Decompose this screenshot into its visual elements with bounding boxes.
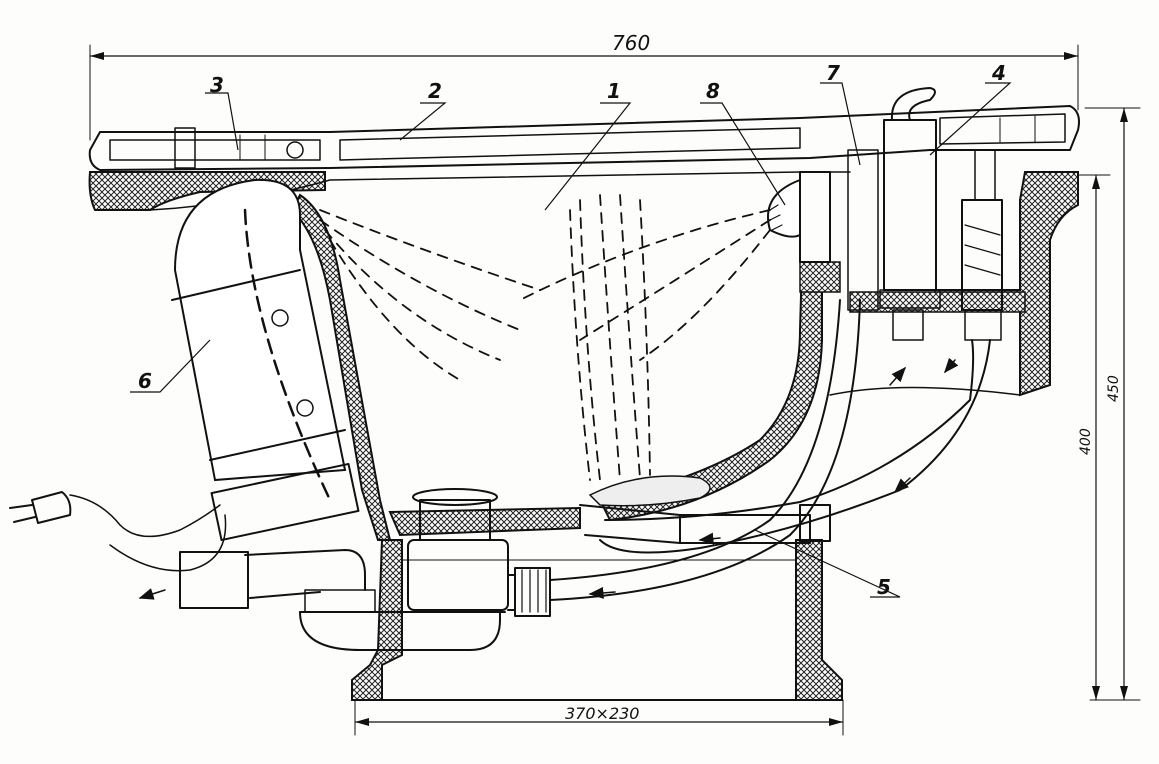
seat-lid <box>88 105 1080 171</box>
callout-3: 3 <box>210 73 224 97</box>
dimension-heights: 450 400 <box>1069 107 1141 701</box>
nozzle-pipe <box>579 475 831 544</box>
callout-7: 7 <box>826 61 840 85</box>
height-total-text: 450 <box>1106 375 1122 402</box>
callout-4: 4 <box>991 61 1006 85</box>
side-jet <box>767 171 831 263</box>
callout-6: 6 <box>138 369 152 393</box>
callout-8: 8 <box>706 79 720 103</box>
dimension-base: 370×230 <box>354 699 844 736</box>
callout-2: 2 <box>428 79 442 103</box>
bowl-body <box>88 171 1079 541</box>
water-spray <box>319 194 771 481</box>
overall-width-text: 760 <box>612 31 650 55</box>
leader-lines <box>130 82 1012 598</box>
callout-1: 1 <box>607 79 621 103</box>
callouts: 1 2 3 4 5 6 7 8 <box>138 61 1006 599</box>
callout-5: 5 <box>877 575 891 599</box>
pedestal <box>351 539 843 701</box>
drain-assembly <box>138 488 551 651</box>
hoses <box>549 299 991 601</box>
valve-assembly <box>847 87 1003 386</box>
height-rim-text: 400 <box>1078 428 1094 455</box>
dryer-unit <box>9 178 360 572</box>
dimension-overall-width: 760 <box>89 31 1079 141</box>
base-size-text: 370×230 <box>565 704 639 723</box>
